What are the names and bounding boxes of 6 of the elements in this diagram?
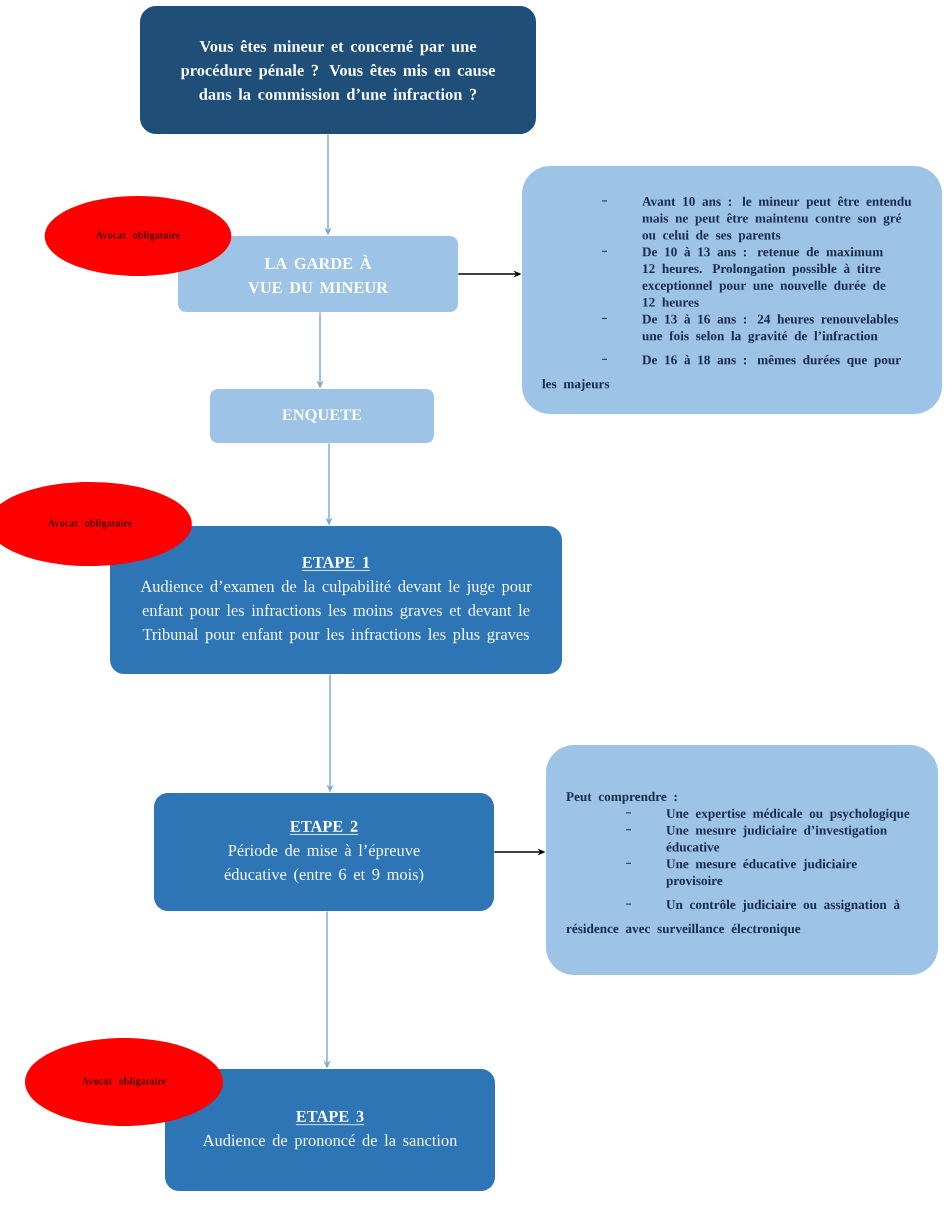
process-box: LA GARDE À VUE DU MINEUR <box>178 236 458 312</box>
step-box: ETAPE 2 Période de mise à l’épreuve éducative (entre 6 et 9 mois) <box>154 793 494 911</box>
step-box: ETAPE 1 Audience d’examen de la culpabilité devant le juge pour enfant pour les infractions les moins graves et devant le Tribunal pour enfant pour les infractions les plus graves <box>110 526 562 674</box>
step-box: ETAPE 3 Audience de prononcé de la sanction <box>165 1069 495 1191</box>
process-box: ENQUETE <box>210 389 434 443</box>
question-box: Vous êtes mineur et concerné par une procédure pénale ? Vous êtes mis en cause dans la commission d’une infraction ? <box>140 6 536 134</box>
